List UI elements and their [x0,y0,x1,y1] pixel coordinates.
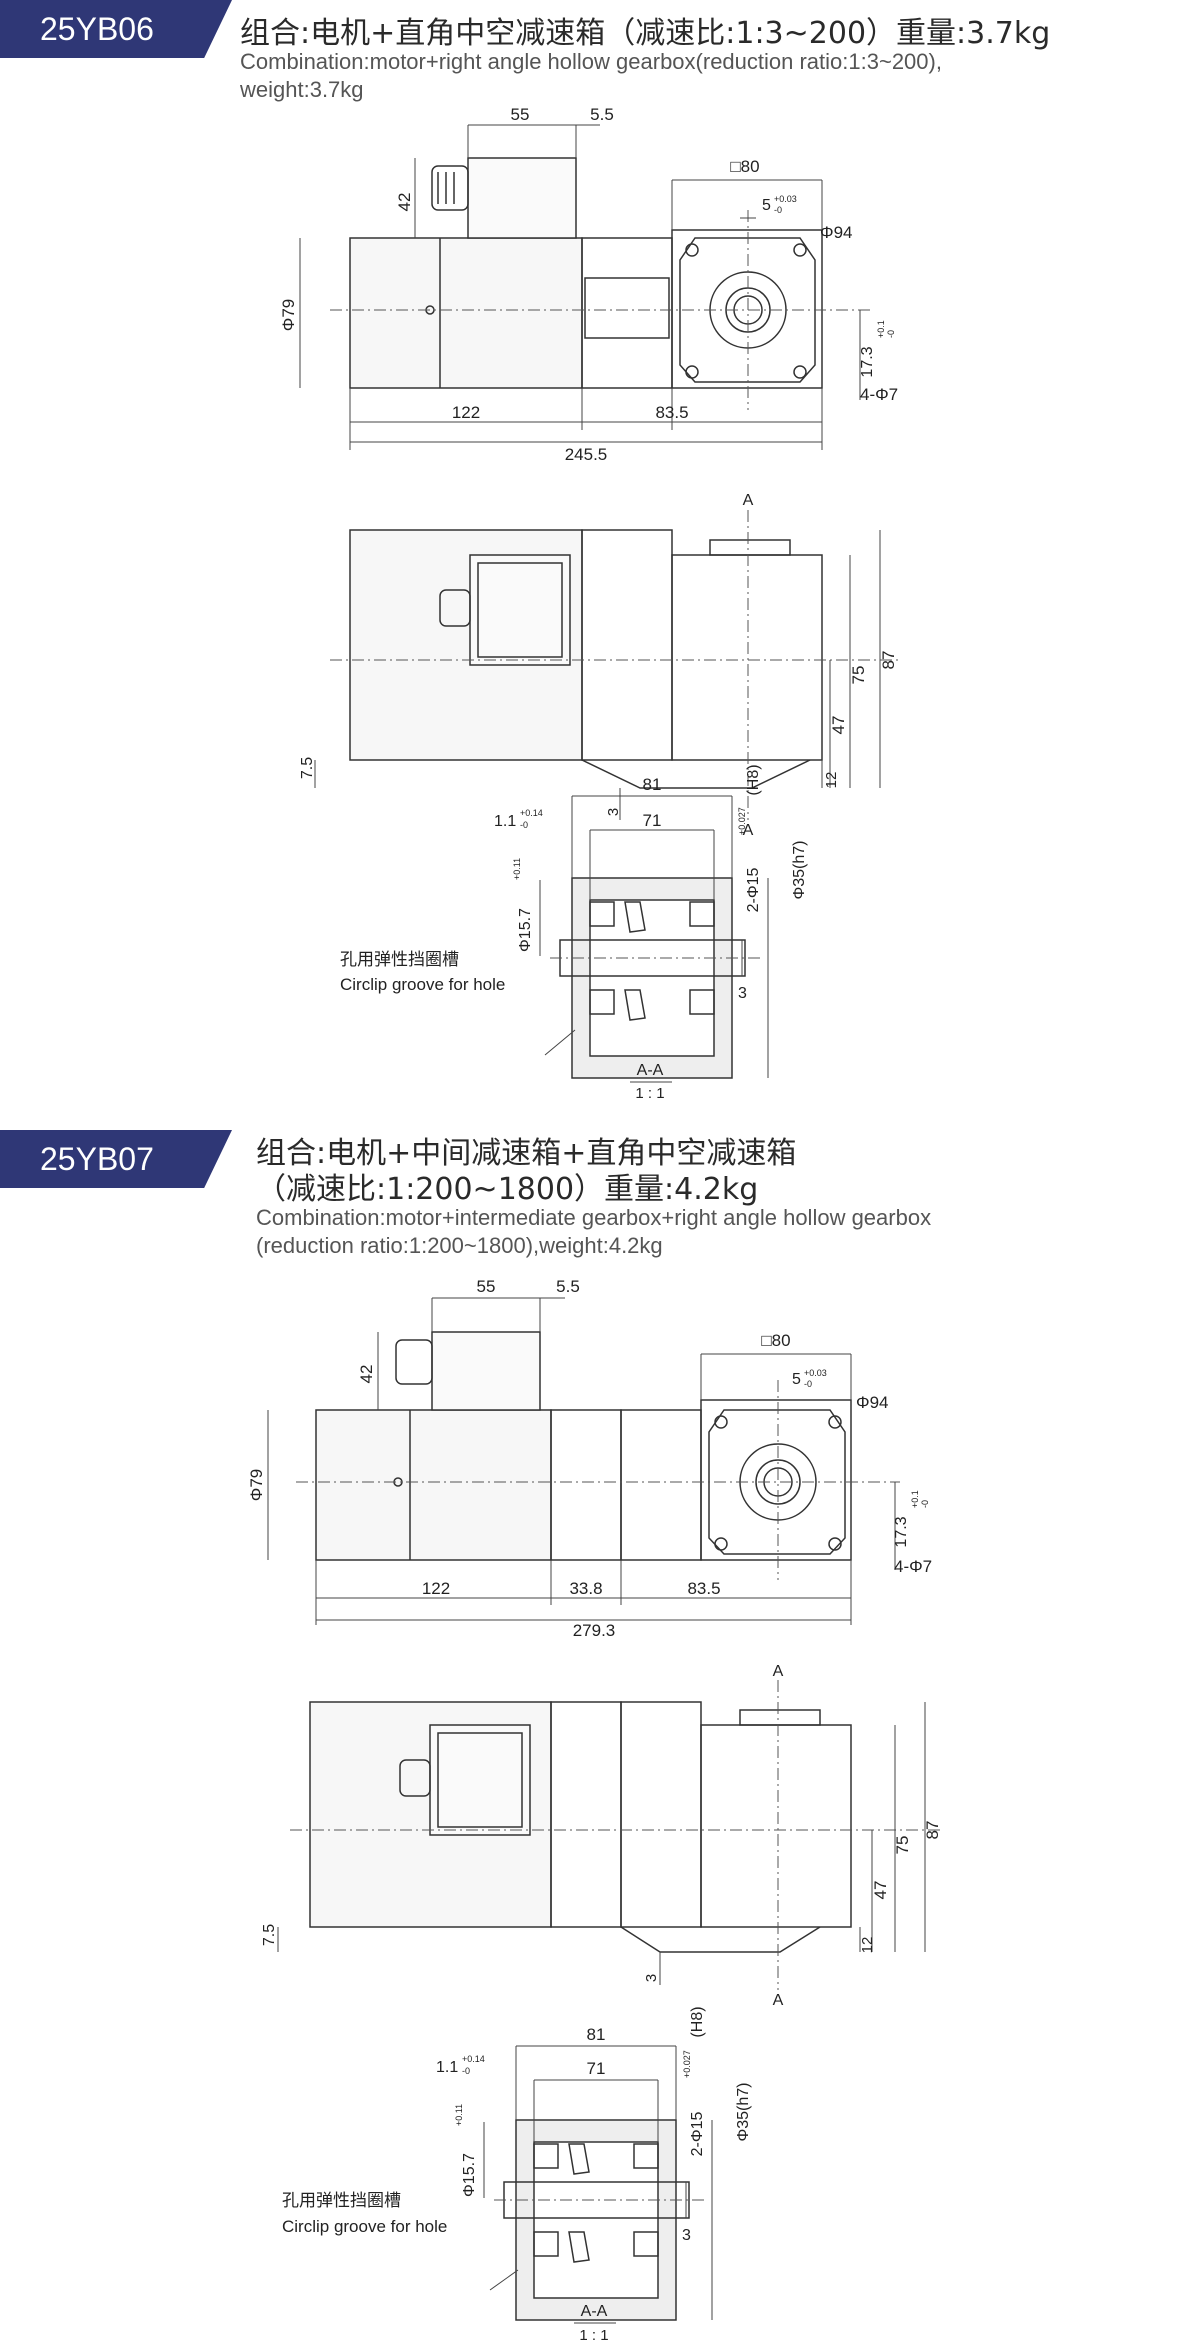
title-chinese: 组合:电机+直角中空减速箱（减速比:1:3~200）重量:3.7kg [240,16,1051,51]
title-english-line1: Combination:motor+intermediate gearbox+r… [256,1205,932,1230]
dim-122: 122 [452,403,480,422]
dim-h8: (H8) [745,764,762,795]
dim-5-tol-low: -0 [774,205,782,215]
dim-5-5: 5.5 [556,1277,580,1296]
dim-71: 71 [587,2059,606,2078]
dim-81: 81 [643,775,662,794]
dim-83-5: 83.5 [687,1579,720,1598]
dim-4-phi7: 4-Φ7 [894,1557,932,1576]
dim-phi15-7-tol: +0.11 [512,858,522,880]
dim-5-5: 5.5 [590,105,614,124]
dim-2-phi15-tol: +0.027 [682,2050,692,2078]
dim-phi79: Φ79 [279,299,298,331]
section-mark-a-bottom: A [743,822,754,839]
dim-1-1-tol: +0.14 [462,2054,485,2064]
dim-42: 42 [357,1365,376,1384]
dim-7-5: 7.5 [261,1924,278,1946]
title-chinese-line1: 组合:电机+中间减速箱+直角中空减速箱 [256,1136,797,1171]
dim-12: 12 [859,1937,876,1954]
dim-phi35: Φ35(h7) [791,840,808,899]
title-english-line2: (reduction ratio:1:200~1800),weight:4.2k… [256,1233,663,1258]
dim-7-5: 7.5 [299,757,316,779]
dim-h8: (H8) [689,2006,706,2037]
dim-phi94: Φ94 [820,223,852,242]
dim-81: 81 [587,2025,606,2044]
dim-square-80: □80 [761,1331,790,1350]
dim-42: 42 [395,193,414,212]
dim-17-3-tol-low: -0 [886,330,896,338]
dim-122: 122 [422,1579,450,1598]
section-label: A-A [637,1062,664,1079]
dim-2-phi15: 2-Φ15 [689,2112,706,2157]
dim-87: 87 [879,651,898,670]
dim-5: 5 [792,1371,801,1388]
dim-1-1: 1.1 [494,813,516,830]
dim-245-5: 245.5 [565,445,608,464]
dim-87: 87 [923,1821,942,1840]
title-english-line1: Combination:motor+right angle hollow gea… [240,49,942,74]
dim-1-1-tol: +0.14 [520,808,543,818]
section-scale: 1 : 1 [635,1085,664,1100]
dim-5-tol: +0.03 [774,194,797,204]
dim-phi94: Φ94 [856,1393,888,1412]
title-english-line2: weight:3.7kg [240,77,364,102]
dim-47: 47 [829,716,848,735]
dim-17-3: 17.3 [893,1516,910,1547]
dim-3: 3 [605,808,622,816]
dim-279-3: 279.3 [573,1621,616,1640]
dim-75: 75 [849,666,868,685]
dim-3-section: 3 [682,2227,691,2244]
section-25yb07: 25YB07 组合:电机+中间减速箱+直角中空减速箱 （减速比:1:200~18… [0,1120,1200,2344]
dim-2-phi15-tol: +0.027 [737,807,747,835]
model-badge: 25YB07 [0,1130,232,1188]
top-view-drawing-2: 55 5.5 42 □80 5 +0.03 -0 Φ94 Φ79 17.3 +0… [247,1277,942,2344]
dim-5-tol: +0.03 [804,1368,827,1378]
dim-71: 71 [643,811,662,830]
dim-83-5: 83.5 [655,403,688,422]
dim-2-phi15: 2-Φ15 [745,868,762,913]
label-groove-en: Circlip groove for hole [282,2217,447,2236]
dim-1-1-tol-low: -0 [462,2066,470,2076]
dim-17-3: 17.3 [859,346,876,377]
label-groove-cn: 孔用弹性挡圈槽 [282,2191,401,2210]
dim-17-3-tol: +0.1 [910,1490,920,1508]
dim-3-section: 3 [738,985,747,1002]
dim-5: 5 [762,197,771,214]
dim-phi15-7: Φ15.7 [517,908,534,952]
dim-47: 47 [871,1881,890,1900]
title-chinese-line2: （减速比:1:200~1800）重量:4.2kg [256,1172,759,1207]
dim-phi35: Φ35(h7) [735,2082,752,2141]
dim-17-3-tol-low: -0 [920,1500,930,1508]
top-view-drawing: 55 5.5 42 □80 5 +0.03 -0 Φ94 Φ79 17.3 +0… [279,105,900,1100]
model-badge: 25YB06 [0,0,232,58]
section-mark-a-top: A [773,1663,784,1680]
section-label: A-A [581,2303,608,2320]
dim-55: 55 [511,105,530,124]
label-groove-en: Circlip groove for hole [340,975,505,994]
dim-3: 3 [643,1974,660,1982]
label-groove-cn: 孔用弹性挡圈槽 [340,950,459,969]
dim-55: 55 [477,1277,496,1296]
section-mark-a-bottom: A [773,1992,784,2009]
dim-33-8: 33.8 [569,1579,602,1598]
dim-1-1: 1.1 [436,2059,458,2076]
dim-12: 12 [823,772,840,789]
dim-75: 75 [893,1836,912,1855]
dim-phi15-7: Φ15.7 [461,2153,478,2197]
dim-square-80: □80 [730,157,759,176]
section-25yb06: 25YB06 组合:电机+直角中空减速箱（减速比:1:3~200）重量:3.7k… [0,0,1200,1120]
dim-phi15-7-tol: +0.11 [454,2104,464,2126]
section-mark-a-top: A [743,492,754,509]
section-scale: 1 : 1 [579,2327,608,2344]
dim-17-3-tol: +0.1 [876,320,886,338]
dim-5-tol-low: -0 [804,1379,812,1389]
dim-1-1-tol-low: -0 [520,820,528,830]
dim-phi79: Φ79 [247,1469,266,1501]
dim-4-phi7: 4-Φ7 [860,385,898,404]
